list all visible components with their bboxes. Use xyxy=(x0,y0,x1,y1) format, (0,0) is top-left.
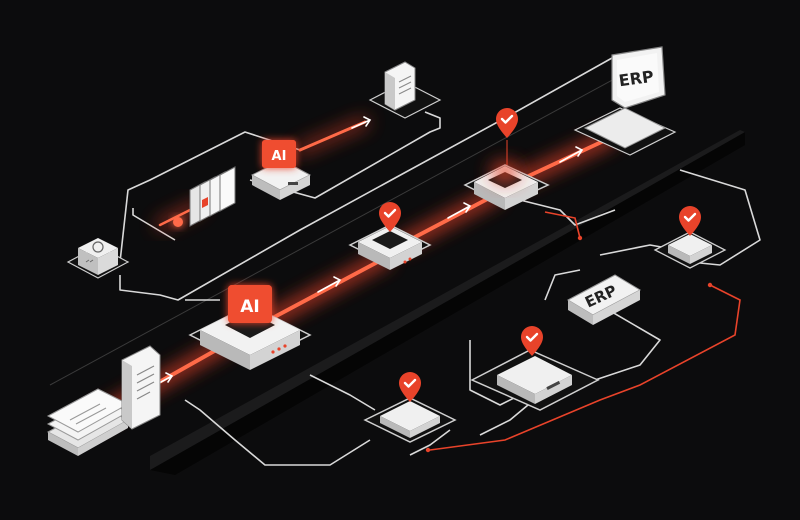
recycle-box xyxy=(66,238,130,279)
validation-node-4 xyxy=(363,370,457,443)
document-stack-top xyxy=(368,61,442,119)
validation-node-1 xyxy=(348,200,432,270)
flow-arrows xyxy=(149,116,584,389)
ai-label-small: AI xyxy=(272,149,287,164)
laptop-erp: ERP xyxy=(573,46,677,156)
server-node xyxy=(470,324,600,411)
document-icon xyxy=(121,345,161,430)
recycle-icon xyxy=(92,241,104,253)
ai-processor-small: AI xyxy=(250,140,312,200)
validation-node-3 xyxy=(653,204,727,269)
filter-stack xyxy=(189,166,236,227)
ai-processor-large: AI xyxy=(188,285,312,370)
ai-label-large: AI xyxy=(240,297,259,317)
red-lines xyxy=(429,211,741,451)
signal-dots xyxy=(425,235,713,453)
erp-laptop-label: ERP xyxy=(618,67,656,91)
erp-box: ERP xyxy=(566,274,642,325)
validation-node-2 xyxy=(463,106,550,210)
document-stack xyxy=(46,388,130,456)
